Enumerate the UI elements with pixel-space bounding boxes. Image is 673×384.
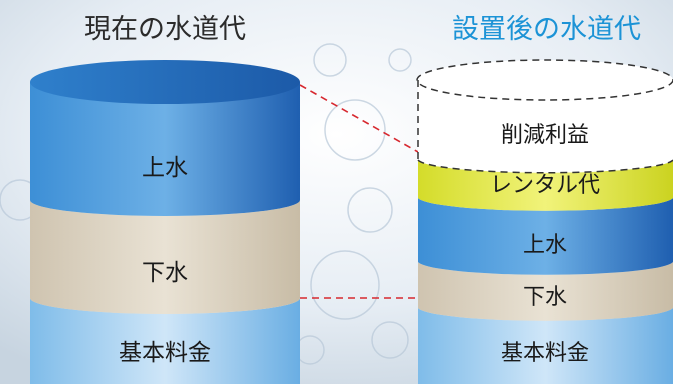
left-label-base-fee: 基本料金 xyxy=(119,340,211,366)
left-cylinder-top xyxy=(30,60,300,104)
right-rental-segment xyxy=(418,160,673,211)
left-base-fee-segment xyxy=(30,298,300,384)
right-label-base-fee: 基本料金 xyxy=(501,341,589,366)
left-label-water-supply: 上水 xyxy=(142,155,188,181)
right-label-rental: レンタル代 xyxy=(490,173,600,198)
left-water-supply-segment xyxy=(30,82,300,216)
right-base-fee-segment xyxy=(418,308,673,384)
left-title: 現在の水道代 xyxy=(84,14,246,45)
right-label-savings: 削減利益 xyxy=(501,123,589,148)
right-water-supply-segment xyxy=(418,198,673,275)
right-title: 設置後の水道代 xyxy=(452,14,641,45)
right-sewer-segment xyxy=(418,262,673,321)
right-cylinder-top-outline xyxy=(416,59,673,101)
right-savings-segment xyxy=(418,80,673,173)
left-sewer-segment xyxy=(30,200,300,314)
right-label-sewer: 下水 xyxy=(523,285,567,310)
right-label-water-supply: 上水 xyxy=(523,233,567,258)
current-cost-cylinder: 上水 下水 基本料金 xyxy=(30,60,300,384)
connector-line-top xyxy=(299,84,419,153)
after-install-cylinder: 削減利益 レンタル代 上水 下水 基本料金 xyxy=(416,59,673,384)
left-label-sewer: 下水 xyxy=(142,260,188,286)
